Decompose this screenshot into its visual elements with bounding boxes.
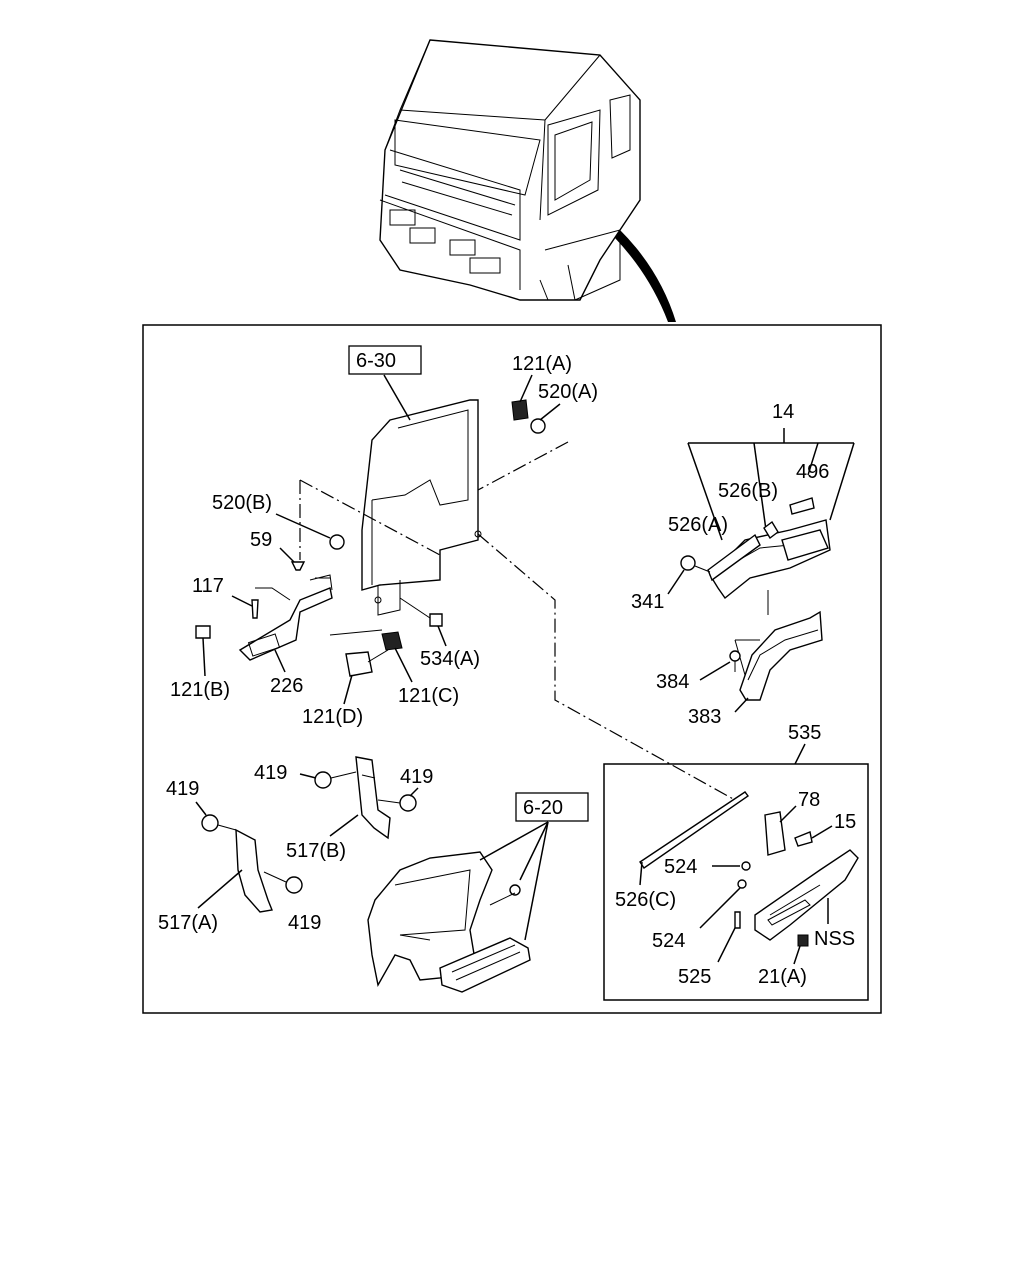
label-78: 78 bbox=[798, 789, 820, 811]
main-frame bbox=[142, 324, 882, 1014]
label-121c: 121(C) bbox=[398, 685, 459, 707]
truck-cab-illustration bbox=[379, 39, 641, 301]
label-59: 59 bbox=[250, 529, 272, 551]
sub-frame-535 bbox=[603, 763, 869, 1001]
step-well-6-20 bbox=[367, 851, 531, 993]
ref-6-30: 6-30 bbox=[356, 350, 396, 372]
label-384: 384 bbox=[656, 671, 689, 693]
label-496: 496 bbox=[796, 461, 829, 483]
bracket-517a bbox=[201, 814, 303, 913]
label-526a: 526(A) bbox=[668, 514, 728, 536]
label-nss: NSS bbox=[814, 928, 855, 950]
door-panel bbox=[361, 399, 482, 616]
label-341: 341 bbox=[631, 591, 664, 613]
upper-step-assembly bbox=[680, 428, 855, 600]
label-517b: 517(B) bbox=[286, 840, 346, 862]
label-419-left: 419 bbox=[166, 778, 199, 800]
ref-box-6-30 bbox=[348, 345, 422, 375]
ref-6-20: 6-20 bbox=[523, 797, 563, 819]
label-21a: 21(A) bbox=[758, 966, 807, 988]
label-419-upper: 419 bbox=[254, 762, 287, 784]
label-15: 15 bbox=[834, 811, 856, 833]
label-226: 226 bbox=[270, 675, 303, 697]
label-383: 383 bbox=[688, 706, 721, 728]
label-520b: 520(B) bbox=[212, 492, 272, 514]
label-524-lower: 524 bbox=[652, 930, 685, 952]
label-526b: 526(B) bbox=[718, 480, 778, 502]
callout-arrow bbox=[615, 230, 676, 322]
grommet-121a bbox=[511, 399, 529, 421]
nut-520a bbox=[530, 418, 546, 434]
label-419-lower: 419 bbox=[288, 912, 321, 934]
label-526c: 526(C) bbox=[615, 889, 676, 911]
label-121a: 121(A) bbox=[512, 353, 572, 375]
label-121b: 121(B) bbox=[170, 679, 230, 701]
clip-59 bbox=[290, 561, 306, 571]
grommet-121d bbox=[345, 651, 373, 677]
label-520a: 520(A) bbox=[538, 381, 598, 403]
clip-121b bbox=[195, 625, 211, 639]
label-121d: 121(D) bbox=[302, 706, 363, 728]
nss-side-panel bbox=[639, 791, 859, 947]
screw-117 bbox=[251, 599, 259, 619]
label-117: 117 bbox=[192, 575, 224, 597]
label-524-upper: 524 bbox=[664, 856, 697, 878]
nut-520b bbox=[329, 534, 345, 550]
bracket-517b bbox=[314, 756, 417, 840]
lower-step-assembly bbox=[729, 590, 823, 701]
label-525: 525 bbox=[678, 966, 711, 988]
label-535: 535 bbox=[788, 722, 821, 744]
label-534a: 534(A) bbox=[420, 648, 480, 670]
label-419-right: 419 bbox=[400, 766, 433, 788]
label-517a: 517(A) bbox=[158, 912, 218, 934]
nut-534a bbox=[429, 613, 443, 627]
ref-box-6-20 bbox=[515, 792, 589, 822]
grommet-121c bbox=[381, 631, 403, 651]
label-14: 14 bbox=[772, 401, 794, 423]
